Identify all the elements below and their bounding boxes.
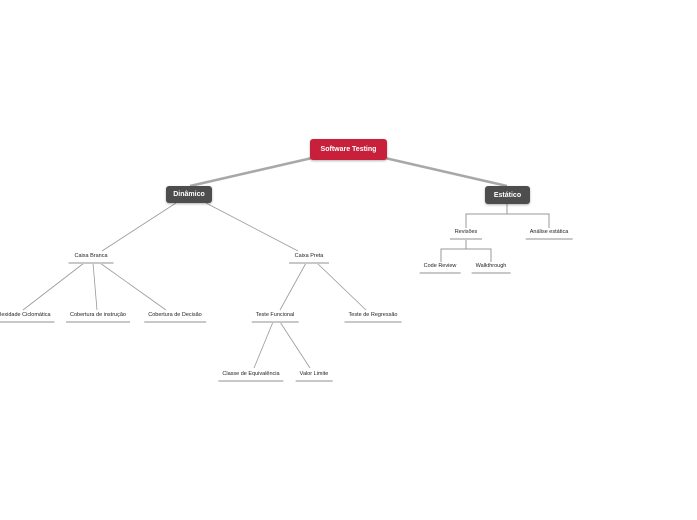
node-caixa-branca[interactable]: Caixa Branca [68, 253, 114, 264]
node-classe-equivalencia[interactable]: Classe de Equivalência [218, 371, 284, 382]
node-valor-limite[interactable]: Valor Limite [295, 371, 333, 382]
node-analise-estatica[interactable]: Análise estática [525, 229, 573, 240]
node-cobertura-decisao[interactable]: Cobertura de Decisão [144, 312, 206, 323]
node-dinamico[interactable]: Dinâmico [166, 186, 212, 203]
node-caixa-preta[interactable]: Caixa Preta [289, 253, 329, 264]
node-cobertura-instrucao[interactable]: Cobertura de instrução [66, 312, 130, 323]
node-code-review[interactable]: Code Review [419, 263, 461, 274]
node-teste-regressao[interactable]: Teste de Regressão [344, 312, 402, 323]
node-walkthrough[interactable]: Walkthrough [471, 263, 511, 274]
root-node-software-testing[interactable]: Software Testing [310, 139, 387, 160]
node-complexidade-ciclomatica[interactable]: Complexidade Ciclomática [0, 312, 55, 323]
node-estatico[interactable]: Estático [485, 186, 530, 204]
node-revisoes[interactable]: Revisões [450, 229, 482, 240]
node-teste-funcional[interactable]: Teste Funcional [251, 312, 299, 323]
